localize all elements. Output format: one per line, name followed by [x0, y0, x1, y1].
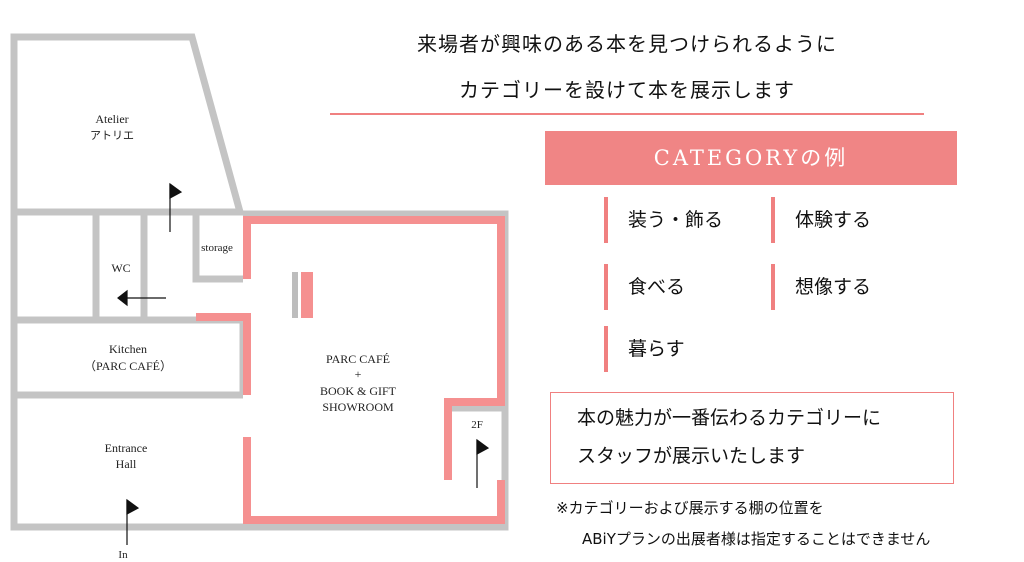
heading-divider [330, 113, 924, 115]
label-atelier-ja: アトリエ [90, 130, 134, 142]
wall-kitchen-top [14, 316, 247, 395]
label-main-4: SHOWROOM [322, 400, 394, 414]
category-item: 体験する [771, 197, 871, 243]
label-entry: In [118, 549, 128, 561]
shelf-pink [301, 272, 313, 318]
label-entrance-1: Entrance [105, 441, 148, 455]
category-banner: CATEGORYの例 [545, 131, 957, 185]
label-entrance-2: Hall [116, 457, 137, 471]
wall-storage [192, 214, 243, 283]
flag-arrow-icon [476, 438, 490, 456]
label-kitchen: Kitchen [109, 342, 147, 356]
flag-arrow-icon [169, 182, 183, 200]
wall-main-highlight-lower [243, 437, 505, 524]
category-item: 食べる [604, 264, 685, 310]
label-storage: storage [201, 242, 233, 254]
wall-main-highlight-entry [196, 313, 251, 395]
label-atelier-en: Atelier [95, 112, 128, 126]
note-line-2: スタッフが展示いたします [577, 445, 806, 467]
category-item: 装う・飾る [604, 197, 723, 243]
label-stairs: 2F [471, 419, 483, 431]
note-line-1: 本の魅力が一番伝わるカテゴリーに [577, 407, 882, 429]
note-box: 本の魅力が一番伝わるカテゴリーに スタッフが展示いたします [550, 392, 954, 484]
label-main-3: BOOK & GIFT [320, 384, 397, 398]
disclaimer-line-1: ※カテゴリーおよび展示する棚の位置を [556, 499, 824, 517]
label-main-2: + [355, 367, 362, 381]
label-wc: WC [111, 261, 130, 275]
label-main-1: PARC CAFÉ [326, 352, 390, 366]
heading-line-1: 来場者が興味のある本を見つけられるように [417, 32, 837, 56]
wall-atelier [10, 33, 245, 216]
category-item: 暮らす [604, 326, 685, 372]
disclaimer-line-2: ABiYプランの出展者様は指定することはできません [582, 530, 931, 548]
category-item: 想像する [771, 264, 871, 310]
arrow-left-icon [117, 289, 128, 307]
wall-main-highlight [243, 216, 505, 480]
floor-plan: Atelier アトリエ WC storage Kitchen （PARC CA… [10, 33, 509, 561]
shelf-gray [292, 272, 298, 318]
heading-line-2: カテゴリーを設けて本を展示します [459, 78, 795, 102]
wall-right-outer [243, 210, 509, 531]
label-kitchen-sub: （PARC CAFÉ） [84, 359, 172, 373]
flag-arrow-icon [126, 498, 140, 516]
